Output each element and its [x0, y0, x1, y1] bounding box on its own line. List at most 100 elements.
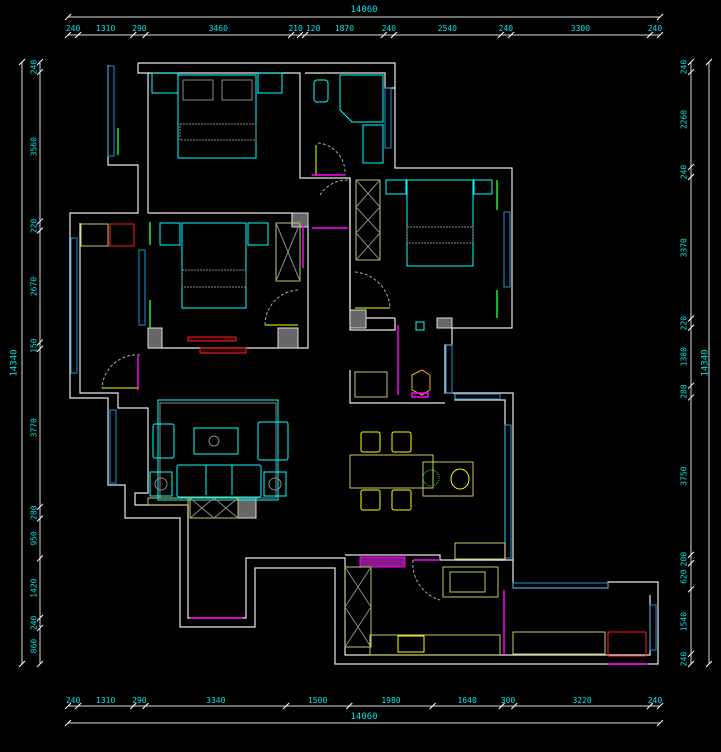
top-dimension-tick [129, 31, 137, 39]
top-dimension-label: 240 [648, 24, 663, 33]
left-dimension-tick [36, 217, 44, 225]
right-dimension-tick [687, 660, 695, 668]
right-dimension-label: 240 [680, 165, 689, 180]
structural-columns [147, 212, 453, 519]
right-dimension-label: 200 [680, 552, 689, 567]
chair [391, 489, 412, 511]
walls [69, 62, 659, 665]
toilet [313, 79, 329, 103]
top-dimension-label: 240 [66, 24, 81, 33]
left-dimension-tick [36, 345, 44, 353]
dining-table [349, 454, 434, 489]
bottom-dimension-label: 3220 [572, 696, 591, 705]
left-dimension-tick [36, 227, 44, 234]
top-dimension-label: 120 [306, 24, 321, 33]
left-dimension-tick [36, 660, 44, 668]
bottom-dimension-label: 3340 [206, 696, 225, 705]
dining-area [349, 431, 506, 560]
top-dimension-tick [64, 31, 72, 39]
bottom-total-dimension: 14060 [350, 712, 377, 722]
right-dimension-tick [687, 559, 695, 567]
right-dimension-tick [687, 315, 695, 322]
left-dimension-tick [36, 515, 44, 522]
left-dimension-label: 220 [30, 219, 39, 234]
left-dimension-label: 3560 [30, 137, 39, 156]
bottom-dimension-label: 1500 [308, 696, 327, 705]
wardrobe [275, 222, 301, 282]
bottom-dimension-label: 1640 [458, 696, 477, 705]
bottom-dimension-tick [510, 702, 518, 710]
left-dimension-tick [36, 339, 44, 346]
third-bedroom [312, 179, 498, 318]
right-dimension-label: 620 [680, 569, 689, 584]
bottom-dimension-tick [429, 702, 436, 710]
top-dimension-tick [656, 31, 664, 39]
left-dimension-tick [36, 614, 44, 622]
top-total-tick [64, 13, 72, 21]
coffee-table [193, 427, 239, 455]
top-dimension-label: 1870 [335, 24, 354, 33]
top-dimension-label: 3460 [209, 24, 228, 33]
right-dimension-tick [687, 163, 695, 171]
right-total-tick [705, 58, 713, 66]
bottom-dimension-label: 1310 [96, 696, 115, 705]
nightstand [257, 72, 283, 94]
right-total-tick [705, 660, 713, 668]
top-dimension-label: 3300 [571, 24, 590, 33]
right-dimension-label: 280 [680, 384, 689, 399]
bottom-dimension-label: 290 [132, 696, 147, 705]
left-dimension-label: 240 [30, 616, 39, 631]
top-dimension-tick [287, 31, 295, 39]
counter [369, 634, 501, 656]
top-dimension-label: 240 [499, 24, 514, 33]
island [422, 461, 474, 497]
windows [70, 65, 657, 651]
right-dimension-label: 240 [680, 60, 689, 75]
right-dimension-label: 2260 [680, 110, 689, 129]
top-dimension-tick [142, 31, 149, 39]
left-dimension-label: 150 [30, 338, 39, 353]
bottom-dimension-label: 1980 [381, 696, 400, 705]
right-dimension-tick [687, 650, 695, 658]
bottom-total-tick [656, 719, 664, 727]
guest-bathroom [354, 321, 431, 398]
right-dimension-label: 3750 [680, 466, 689, 485]
side-table [149, 471, 173, 497]
right-dimension-tick [687, 173, 695, 181]
right-dimension-label: 1540 [680, 612, 689, 631]
left-dimension-label: 2670 [30, 277, 39, 296]
top-dimension-tick [507, 31, 515, 39]
top-dimension-tick [296, 31, 304, 39]
right-dimension-label: 220 [680, 316, 689, 331]
left-dimension-label: 3770 [30, 418, 39, 437]
sink-counter [442, 566, 499, 598]
left-dimension-tick [36, 68, 44, 76]
tv-cabinet [189, 497, 239, 519]
bottom-total-tick [64, 719, 72, 727]
left-dimension-label: 860 [30, 639, 39, 654]
top-dimension-label: 1310 [96, 24, 115, 33]
bottom-dimension-tick [498, 702, 506, 710]
laundry-balcony [80, 223, 141, 390]
bed [181, 222, 247, 309]
left-dimension-tick [36, 555, 44, 562]
left-total-tick [18, 58, 26, 66]
top-dimension-label: 240 [382, 24, 397, 33]
top-total-tick [656, 13, 664, 21]
bottom-dimension-tick [142, 702, 149, 710]
bottom-dimension-tick [74, 702, 82, 710]
living-room [147, 399, 289, 619]
washbasin [354, 371, 388, 398]
master-bedroom [117, 72, 283, 159]
top-dimension-tick [646, 31, 654, 39]
left-dimension-label: 1420 [30, 578, 39, 597]
top-dimension-tick [380, 31, 388, 39]
tall-cabinet [344, 566, 372, 648]
sofa [176, 464, 262, 498]
top-dimension-tick [301, 31, 309, 39]
right-dimension-label: 3370 [680, 238, 689, 257]
bottom-dimension-tick [646, 702, 654, 710]
vanity [362, 124, 384, 164]
top-dimension-label: 290 [132, 24, 147, 33]
top-dimension-tick [74, 31, 82, 39]
